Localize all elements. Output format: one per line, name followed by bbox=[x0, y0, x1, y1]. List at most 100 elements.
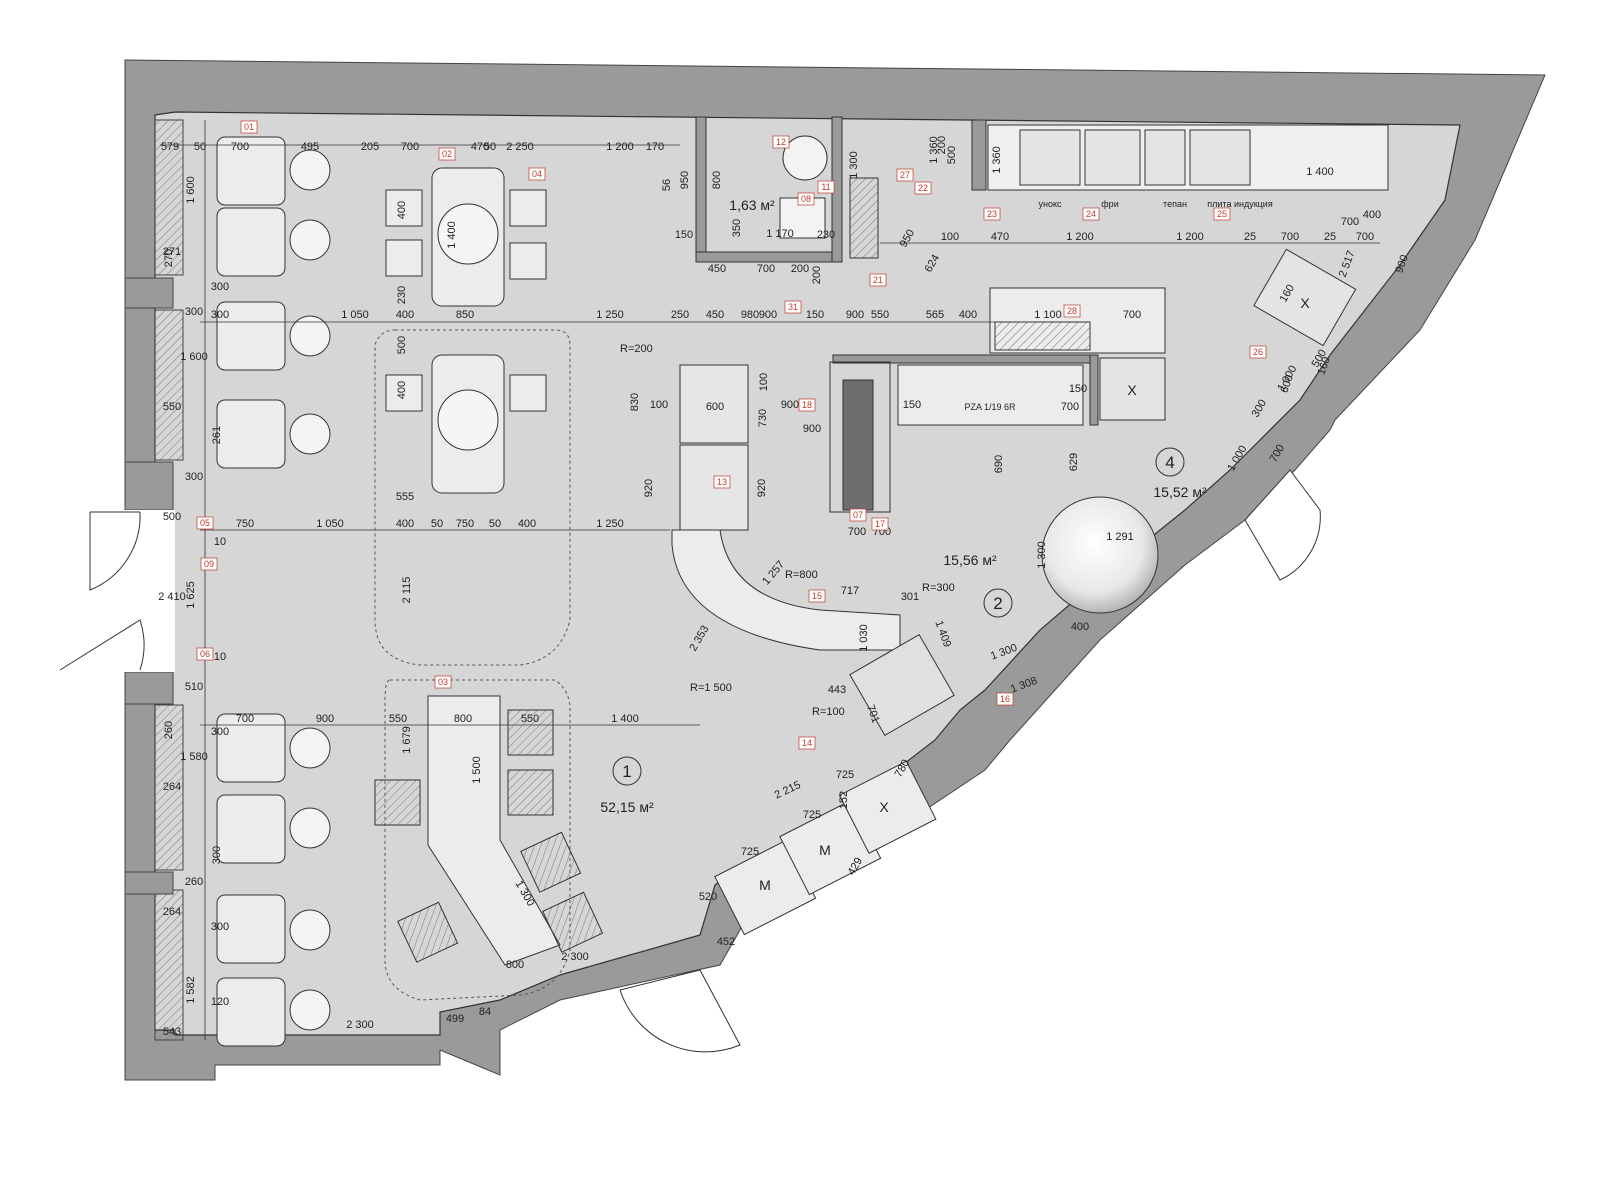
cold-unit-3[interactable] bbox=[838, 760, 937, 854]
bar-stools-hatched bbox=[374, 709, 604, 963]
dimension-misc-64: 452 bbox=[717, 936, 735, 948]
stool-hatch-4[interactable] bbox=[520, 831, 582, 893]
stool-hatch-1[interactable] bbox=[507, 709, 554, 756]
entrance-door-right bbox=[1244, 469, 1321, 581]
chair-2[interactable] bbox=[289, 219, 331, 261]
tag-text: 09 bbox=[204, 559, 214, 569]
table-4[interactable] bbox=[216, 399, 286, 469]
dimension-misc-72: 200 bbox=[936, 136, 948, 154]
chair-7[interactable] bbox=[289, 909, 331, 951]
dimension-h2-7: 1 250 bbox=[596, 518, 624, 530]
stool-hatch-6[interactable] bbox=[397, 901, 459, 963]
chair-3[interactable] bbox=[289, 315, 331, 357]
kitchen-wall-1 bbox=[971, 119, 987, 191]
left-windows bbox=[124, 119, 184, 1041]
oven-column[interactable] bbox=[849, 177, 879, 259]
tag-box bbox=[798, 736, 816, 750]
tag-text: 07 bbox=[853, 510, 863, 520]
round-table-mid[interactable] bbox=[437, 389, 499, 451]
tag-text: 12 bbox=[776, 137, 786, 147]
dimension-left-2: 300 bbox=[211, 281, 229, 293]
wc-basin[interactable] bbox=[782, 135, 828, 181]
wall-chairs bbox=[289, 149, 331, 1031]
tag-box bbox=[808, 589, 826, 603]
tag-05: 05 bbox=[196, 516, 214, 530]
tag-text: 14 bbox=[802, 738, 812, 748]
dimension-left-23: 300 bbox=[211, 921, 229, 933]
cold-room[interactable] bbox=[1099, 357, 1166, 421]
rug-outline-lower bbox=[384, 679, 571, 1001]
chair-1[interactable] bbox=[289, 149, 331, 191]
round-booth[interactable] bbox=[1041, 496, 1159, 614]
tag-text: 31 bbox=[788, 302, 798, 312]
teppan-unit[interactable] bbox=[1144, 129, 1186, 186]
chair-4[interactable] bbox=[289, 413, 331, 455]
tag-box bbox=[797, 192, 815, 206]
dimension-misc-12: 301 bbox=[901, 591, 919, 603]
stool-hatch-2[interactable] bbox=[507, 769, 554, 816]
chair-6[interactable] bbox=[289, 807, 331, 849]
center-tables bbox=[385, 167, 547, 494]
stool-5[interactable] bbox=[385, 374, 423, 412]
entrance-door-bottom bbox=[619, 969, 741, 1053]
tag-24: 24 bbox=[1082, 207, 1100, 221]
dimension-misc-14: 443 bbox=[828, 684, 846, 696]
stool-6[interactable] bbox=[509, 374, 547, 412]
dimension-h2-3: 50 bbox=[431, 518, 443, 530]
tag-text: 21 bbox=[873, 275, 883, 285]
dimension-misc-37: 350 bbox=[731, 219, 743, 237]
dimension-misc-49: 920 bbox=[643, 479, 655, 497]
chair-5[interactable] bbox=[289, 727, 331, 769]
dimension-left-6: 1 600 bbox=[180, 351, 208, 363]
stool-1[interactable] bbox=[385, 189, 423, 227]
tag-text: 06 bbox=[200, 649, 210, 659]
tag-18: 18 bbox=[798, 398, 816, 412]
tag-box bbox=[772, 135, 790, 149]
table-6[interactable] bbox=[216, 794, 286, 864]
stool-hatch-3[interactable] bbox=[374, 779, 421, 826]
table-5[interactable] bbox=[216, 713, 286, 783]
dimension-misc-36: 1 170 bbox=[766, 228, 794, 240]
door-leaf-lower bbox=[59, 619, 145, 671]
pier-4 bbox=[124, 871, 174, 895]
table-7[interactable] bbox=[216, 894, 286, 964]
stool-hatch-5[interactable] bbox=[542, 891, 604, 953]
induction-unit[interactable] bbox=[1189, 129, 1251, 186]
stool-4[interactable] bbox=[509, 242, 547, 280]
dimension-lower-5: 1 400 bbox=[611, 713, 639, 725]
dimension-kitchen-8: 1 400 bbox=[1306, 166, 1334, 178]
dimension-misc-7: 1 679 bbox=[401, 726, 413, 754]
fryer-unit[interactable] bbox=[1084, 129, 1141, 186]
pier-2 bbox=[124, 461, 174, 511]
tag-22: 22 bbox=[914, 181, 932, 195]
dimension-misc-54: 150 bbox=[903, 399, 921, 411]
unox-unit[interactable] bbox=[1019, 129, 1081, 186]
tag-03: 03 bbox=[434, 675, 452, 689]
storage-right[interactable] bbox=[1253, 248, 1357, 347]
chair-8[interactable] bbox=[289, 989, 331, 1031]
room-2-number: 2 bbox=[993, 594, 1002, 613]
pizza-station[interactable] bbox=[897, 364, 1084, 426]
round-table-top[interactable] bbox=[437, 203, 499, 265]
table-1[interactable] bbox=[216, 136, 286, 206]
kitchen-wall-3 bbox=[1089, 354, 1099, 426]
table-3[interactable] bbox=[216, 301, 286, 371]
dimension-h1-5: 450 bbox=[706, 309, 724, 321]
sink-unit[interactable] bbox=[849, 634, 955, 736]
stool-2[interactable] bbox=[385, 239, 423, 277]
tag-box bbox=[1213, 207, 1231, 221]
prep-hatch[interactable] bbox=[994, 321, 1091, 351]
pizza-counter-dark[interactable] bbox=[842, 379, 874, 511]
tag-16: 16 bbox=[996, 692, 1014, 706]
bar-curve[interactable] bbox=[671, 529, 901, 651]
table-8[interactable] bbox=[216, 977, 286, 1047]
tag-box bbox=[798, 398, 816, 412]
dimension-top-8: 2 250 bbox=[506, 141, 534, 153]
dimension-misc-5: 555 bbox=[396, 491, 414, 503]
bar-display-upper[interactable] bbox=[679, 364, 749, 444]
tag-box bbox=[240, 120, 258, 134]
stool-3[interactable] bbox=[509, 189, 547, 227]
table-2[interactable] bbox=[216, 207, 286, 277]
tag-31: 31 bbox=[784, 300, 802, 314]
tag-text: 08 bbox=[801, 194, 811, 204]
